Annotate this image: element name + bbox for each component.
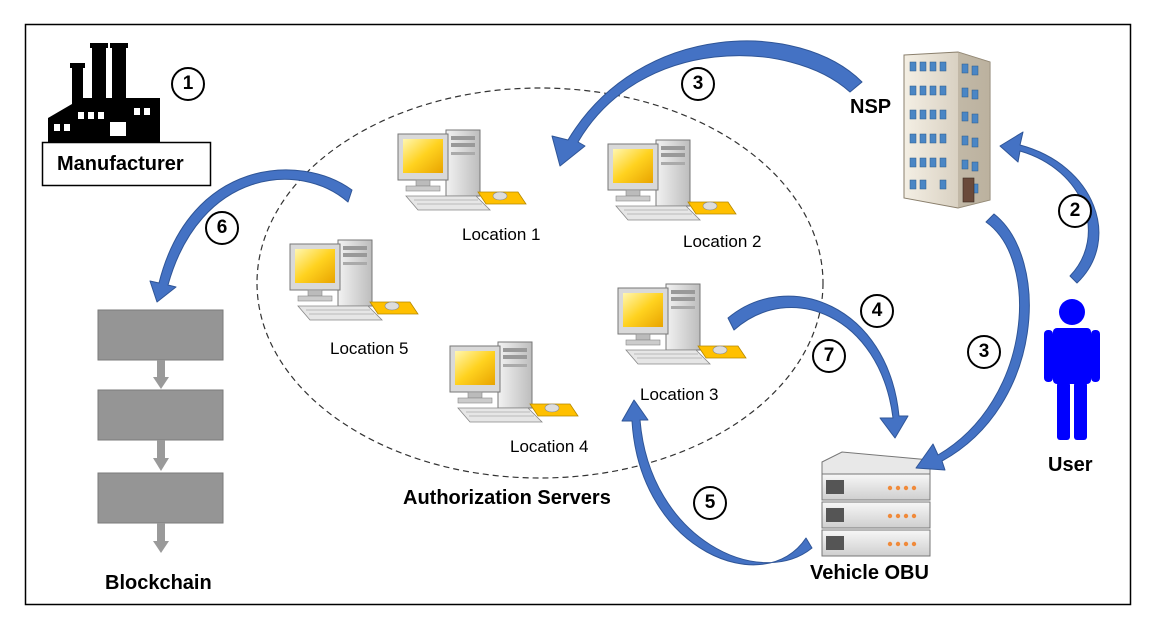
manufacturer-label: Manufacturer bbox=[57, 153, 184, 175]
location-4-label: Location 4 bbox=[510, 437, 589, 456]
authorization-servers-label: Authorization Servers bbox=[403, 487, 611, 509]
location-1-label: Location 1 bbox=[462, 225, 541, 244]
person-icon bbox=[1044, 299, 1100, 440]
location-5-label: Location 5 bbox=[330, 339, 409, 358]
manufacturer-box bbox=[41, 141, 212, 187]
office-building-icon bbox=[903, 51, 991, 209]
desktop-computer-icon bbox=[289, 239, 419, 321]
step-3-badge: 3 bbox=[681, 67, 715, 101]
desktop-computer-icon bbox=[397, 129, 527, 211]
desktop-computer-icon bbox=[607, 139, 737, 221]
arrow-location3-to-obu bbox=[727, 295, 909, 439]
step-6-badge: 6 bbox=[205, 211, 239, 245]
arrow-nsp-to-obu bbox=[915, 213, 1030, 471]
nsp-label: NSP bbox=[850, 96, 892, 118]
step-1-badge: 1 bbox=[171, 67, 205, 101]
blockchain-chain bbox=[97, 309, 224, 553]
frame-border bbox=[24, 23, 1132, 606]
location-3-label: Location 3 bbox=[640, 385, 719, 404]
server-rack-icon bbox=[821, 451, 931, 557]
blockchain-label: Blockchain bbox=[105, 572, 212, 594]
arrow-obu-to-location3 bbox=[621, 399, 813, 566]
step-2-badge: 2 bbox=[1058, 194, 1092, 228]
location-2-label: Location 2 bbox=[683, 232, 762, 251]
arrow-nsp-to-servers bbox=[551, 40, 863, 167]
factory-icon bbox=[48, 43, 160, 142]
authorization-servers-cluster bbox=[256, 87, 824, 479]
arrow-servers-to-blockchain bbox=[149, 169, 353, 303]
user-label: User bbox=[1048, 454, 1093, 476]
vehicle-obu-label: Vehicle OBU bbox=[810, 562, 929, 584]
desktop-computer-icon bbox=[617, 283, 747, 365]
step-7-badge: 7 bbox=[812, 339, 846, 373]
step-5-badge: 5 bbox=[693, 486, 727, 520]
step-3-badge: 3 bbox=[967, 335, 1001, 369]
step-4-badge: 4 bbox=[860, 294, 894, 328]
arrow-user-to-nsp bbox=[999, 131, 1100, 284]
desktop-computer-icon bbox=[449, 341, 579, 423]
